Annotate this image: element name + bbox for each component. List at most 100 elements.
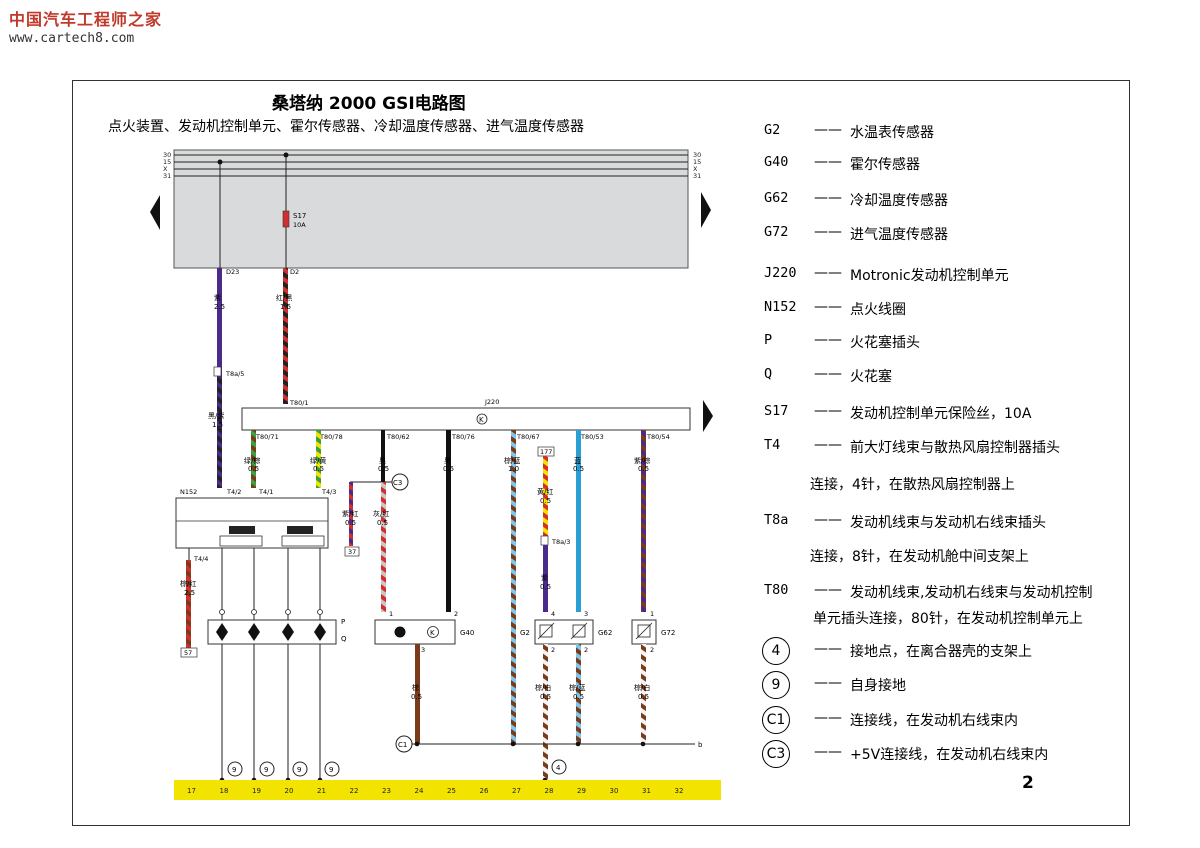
label-b: b [698, 741, 703, 749]
legend-description: 冷却温度传感器 [850, 193, 948, 209]
legend-code: G72 [764, 224, 789, 240]
label-zonglan: 棕/蓝 [569, 683, 585, 692]
rail-label-30: 30 [163, 151, 171, 159]
label-huiho: 灰/红 [373, 509, 389, 518]
wire-brown-blue-2 [576, 644, 581, 744]
bus-number: 29 [577, 787, 586, 795]
label-r37: 37 [348, 548, 356, 556]
label-ziho: 紫/红 [342, 509, 358, 518]
legend-row: G40——霍尔传感器 [760, 150, 1130, 176]
label-w2-color: 红/黑 [276, 293, 292, 302]
label-s71: 0.5 [248, 465, 259, 473]
legend-description: 接地点，在离合器壳的支架上 [850, 644, 1032, 660]
label-t41: T4/1 [258, 488, 273, 496]
label-t43: T4/3 [321, 488, 336, 496]
label-pin3b: 3 [584, 610, 588, 618]
label-pin2b: 2 [551, 646, 555, 654]
label-g40: G40 [460, 629, 474, 637]
legend-row: G72——进气温度传感器 [760, 220, 1130, 246]
ground-9-a: 9 [232, 766, 236, 774]
svg-text:K: K [430, 629, 435, 637]
power-rails [174, 154, 688, 177]
legend-description: 连接线，在发动机右线束内 [850, 713, 1018, 729]
legend-dash: —— [814, 403, 842, 419]
watermark-url: www.cartech8.com [9, 31, 135, 46]
label-zongbais: 0.5 [540, 693, 551, 701]
legend-code: N152 [764, 299, 797, 315]
legend-circle-code: C1 [762, 706, 790, 734]
bus-number: 20 [285, 787, 294, 795]
watermark-title: 中国汽车工程师之家 [9, 10, 163, 29]
legend-dash: —— [814, 744, 842, 760]
legend-row: T80——发动机线束,发动机右线束与发动机控制 [760, 578, 1130, 604]
label-pin4b: 4 [551, 610, 555, 618]
bus-number: 26 [480, 787, 489, 795]
label-s78: 0.5 [313, 465, 324, 473]
label-p: P [341, 618, 345, 626]
label-c67: 棕/蓝 [504, 456, 520, 465]
connector-t8a5 [213, 366, 222, 377]
legend-row: G62——冷却温度传感器 [760, 186, 1130, 212]
legend-code: S17 [764, 403, 789, 419]
label-s67: 1.0 [508, 465, 519, 473]
label-s62: 0.5 [378, 465, 389, 473]
label-t80-1: T80/1 [289, 399, 309, 407]
legend-row: 4——接地点，在离合器壳的支架上 [760, 637, 1130, 665]
label-pin2c: 2 [584, 646, 588, 654]
label-c3: C3 [393, 479, 402, 487]
wire-purple-brown [641, 430, 646, 612]
label-zongbai: 棕/白 [535, 683, 551, 692]
pin-t80-54: T80/54 [646, 433, 670, 441]
wire-purple-red [349, 482, 353, 546]
legend-code: J220 [764, 265, 797, 281]
bus-number: 31 [642, 787, 651, 795]
label-t8a5: T8a/5 [225, 370, 244, 378]
legend-dash: —— [814, 512, 842, 528]
legend-description: 自身接地 [850, 678, 906, 694]
label-d23: D23 [226, 268, 239, 276]
wire-brown-white-2 [641, 644, 646, 744]
legend-dash: —— [814, 122, 842, 138]
legend-code: T80 [764, 582, 789, 598]
legend-dash: —— [814, 299, 842, 315]
wire-red-black [283, 268, 288, 404]
label-w2-size: 1.5 [280, 303, 291, 311]
bus-number: 30 [610, 787, 619, 795]
ecu-j220 [241, 407, 691, 431]
wire-black-purple [217, 376, 222, 488]
label-s53: 0.5 [573, 465, 584, 473]
wire-brown-g40 [415, 644, 420, 744]
legend-dash: —— [814, 675, 842, 691]
legend-row: G2——水温表传感器 [760, 118, 1130, 144]
bus-number: 17 [187, 787, 196, 795]
legend-circle-code: 4 [762, 637, 790, 665]
label-zonghos: 2.5 [184, 589, 195, 597]
legend-dash: —— [814, 224, 842, 240]
label-d2: D2 [290, 268, 299, 276]
rail-label-31-right: 31 [693, 172, 701, 180]
label-s54: 0.5 [638, 465, 649, 473]
bus-number: 28 [545, 787, 554, 795]
legend-description: Motronic发动机控制单元 [850, 268, 1009, 284]
label-zihos: 0.5 [345, 519, 356, 527]
label-zi2: 紫 [541, 574, 548, 582]
legend-description: +5V连接线，在发动机右线束内 [850, 747, 1049, 763]
legend-row: C1——连接线，在发动机右线束内 [760, 706, 1130, 734]
legend-description: 发动机线束,发动机右线束与发动机控制 [850, 585, 1093, 601]
label-zi2s: 0.5 [540, 583, 551, 591]
legend-code: Q [764, 366, 773, 382]
label-huangho: 黄/红 [537, 487, 553, 496]
pin-t80-67: T80/67 [516, 433, 540, 441]
bus-number: 22 [350, 787, 359, 795]
spark-plugs-pq [207, 619, 337, 645]
label-zongbai2: 棕/白 [634, 683, 650, 692]
bus-number: 24 [415, 787, 424, 795]
label-c71: 绿/棕 [244, 456, 260, 465]
bus-number: 32 [675, 787, 684, 795]
wire-brown-blue [511, 430, 516, 745]
rail-label-31: 31 [163, 172, 171, 180]
bus-number: 18 [220, 787, 229, 795]
rail-label-x: X [163, 165, 168, 173]
bus-number: 21 [317, 787, 326, 795]
legend-code: G62 [764, 190, 789, 206]
